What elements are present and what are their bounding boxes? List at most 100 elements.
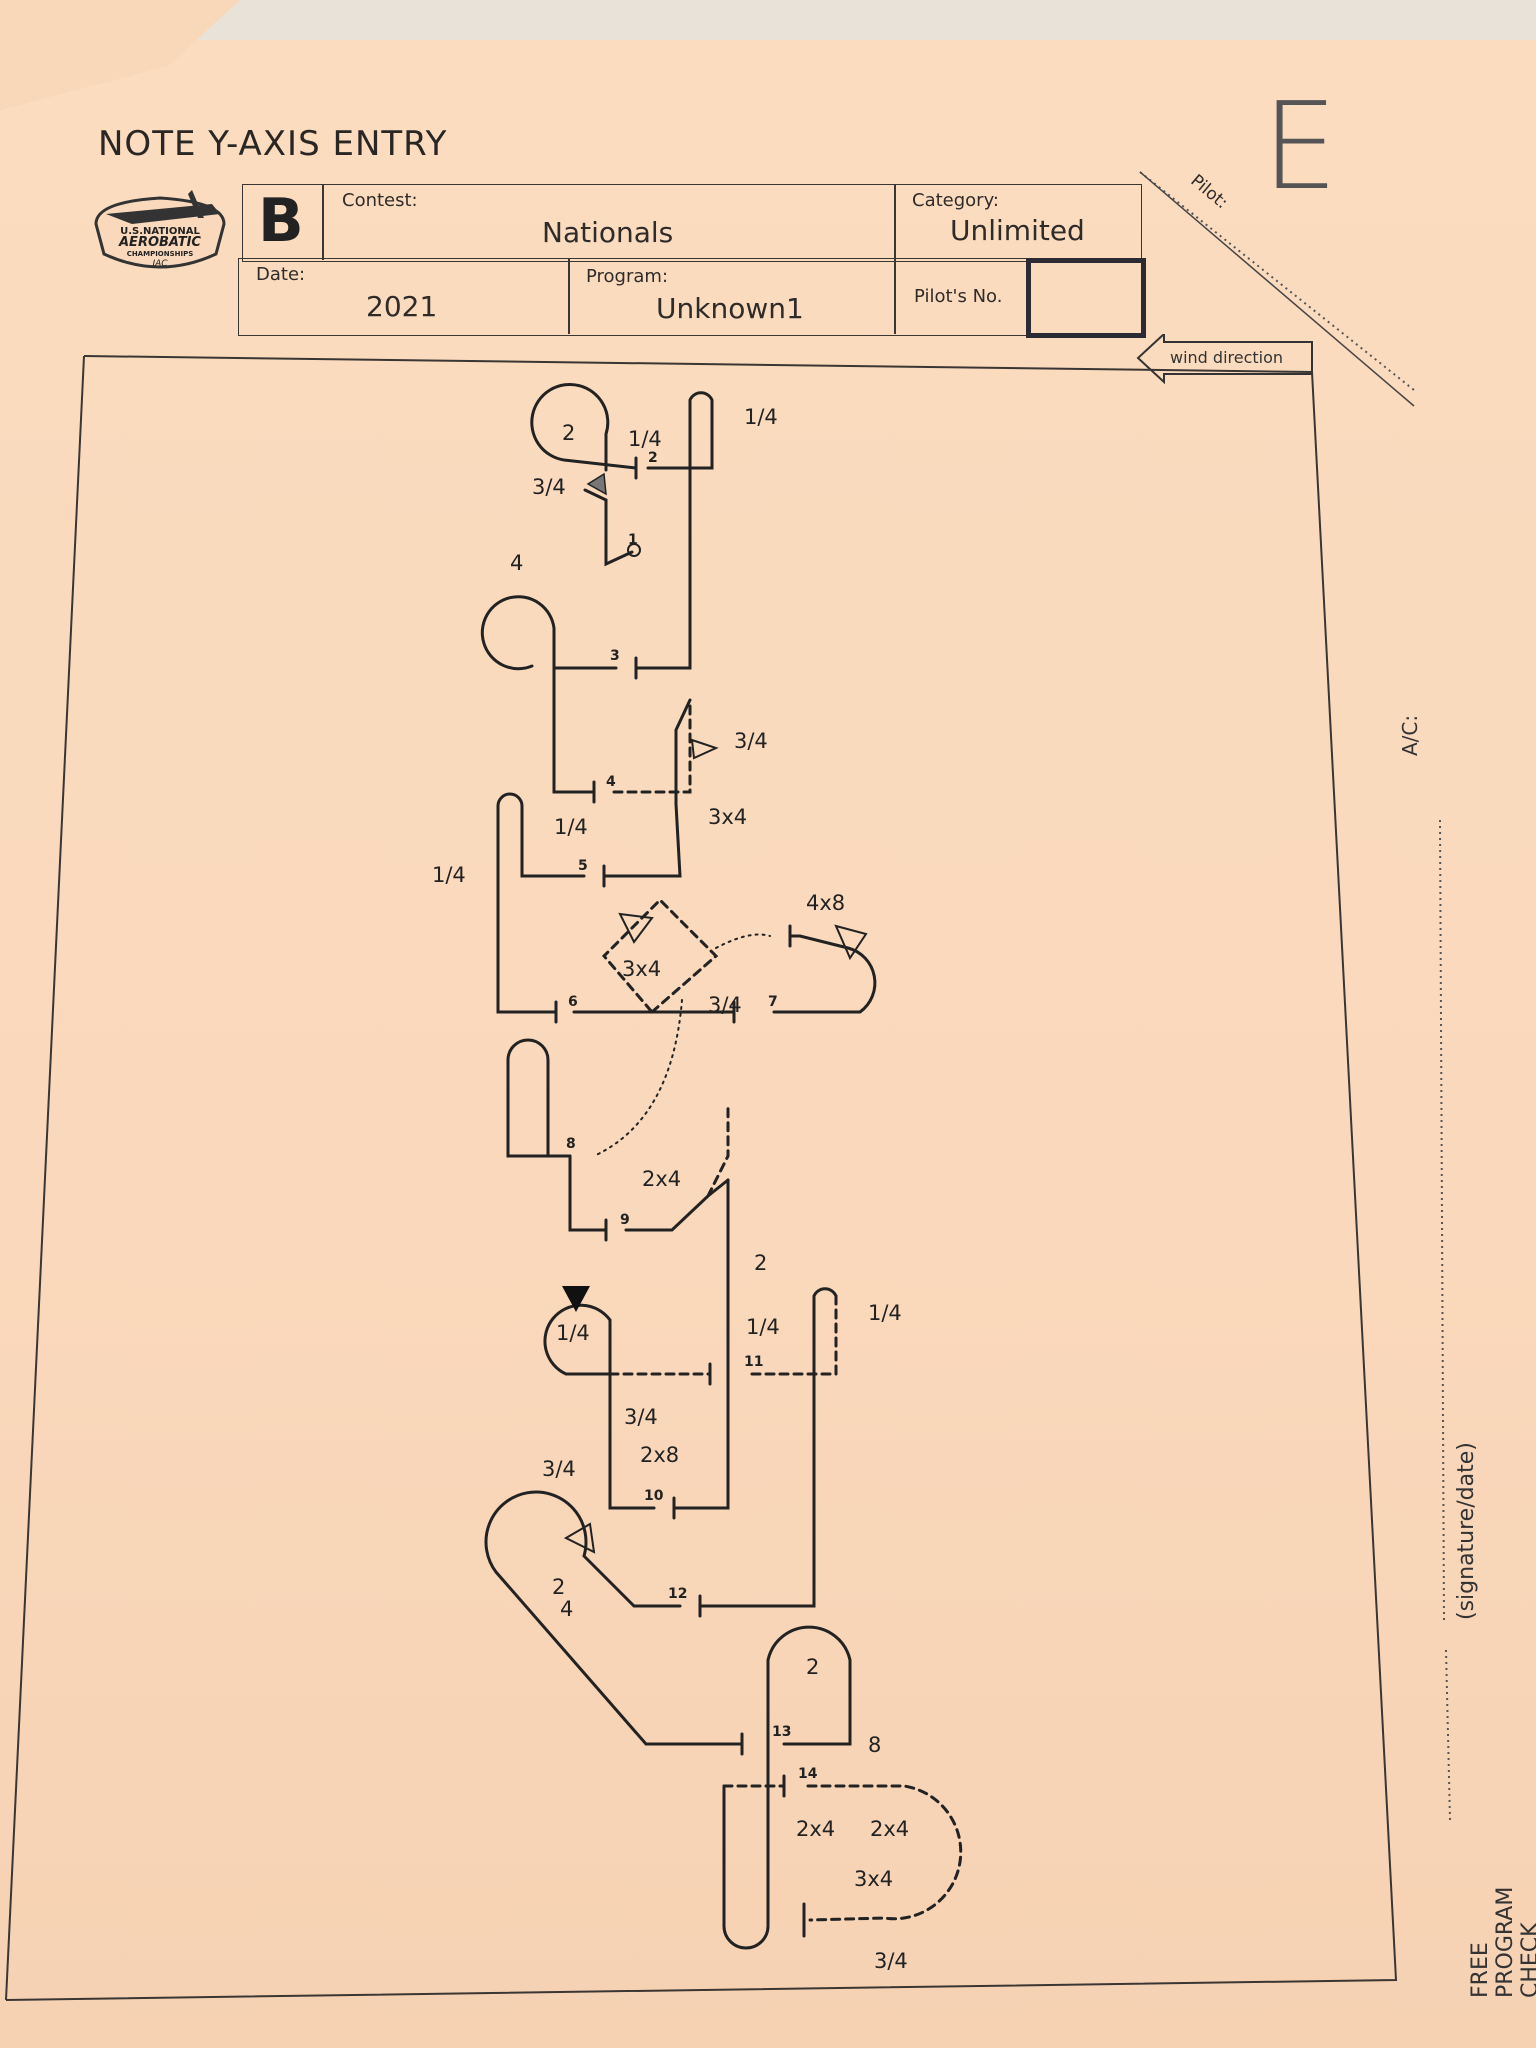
figure-9-down bbox=[672, 1178, 730, 1510]
figure-4-dashed bbox=[612, 698, 692, 794]
sheet-letter: E bbox=[1262, 78, 1338, 217]
roll-label: 3/4 bbox=[874, 1949, 908, 1973]
header-row-1 bbox=[242, 184, 1142, 262]
figure-3-down bbox=[552, 666, 592, 794]
roll-label: 1/4 bbox=[432, 863, 466, 887]
roll-label: 4 bbox=[510, 551, 523, 575]
figure-9-path bbox=[624, 1178, 730, 1232]
roll-label: 1/4 bbox=[744, 405, 778, 429]
program-label: Program: bbox=[586, 266, 669, 287]
roll-label: 2 bbox=[754, 1251, 767, 1275]
start-marker bbox=[627, 543, 641, 557]
pilot-no-label: Pilot's No. bbox=[914, 286, 1003, 307]
roll-label: 2 bbox=[552, 1575, 565, 1599]
roll-label: 1/4 bbox=[556, 1321, 590, 1345]
figure-11-path bbox=[698, 1287, 838, 1608]
roll-label: 3/4 bbox=[624, 1405, 658, 1429]
figure-12-path bbox=[484, 1490, 744, 1746]
figure-number-6: 6 bbox=[568, 994, 578, 1010]
roll-label: 4x8 bbox=[806, 891, 845, 915]
roll-label: 3x4 bbox=[854, 1867, 893, 1891]
logo-line-1: U.S.NATIONAL bbox=[120, 226, 200, 237]
roll-label: 2x4 bbox=[870, 1817, 909, 1841]
roll-label: 3/4 bbox=[532, 475, 566, 499]
roll-label: 2x4 bbox=[642, 1167, 681, 1191]
figure-number-11: 11 bbox=[744, 1354, 763, 1370]
figure-11-dashed bbox=[750, 1294, 838, 1376]
pilot-no-input[interactable] bbox=[1026, 258, 1146, 338]
figure-1-loop bbox=[530, 382, 638, 472]
roll-label: 3/4 bbox=[542, 1457, 576, 1481]
figure-number-12: 12 bbox=[668, 1586, 687, 1602]
connector-6-8 bbox=[593, 999, 683, 1157]
figure-8-loop bbox=[506, 1038, 572, 1158]
divider bbox=[568, 258, 570, 334]
figure-4-path bbox=[602, 698, 692, 878]
figure-number-1: 1 bbox=[628, 532, 638, 548]
figure-9-dashed bbox=[706, 1102, 730, 1198]
snap-triangle bbox=[690, 738, 719, 760]
program-value[interactable]: Unknown1 bbox=[656, 292, 804, 325]
divider bbox=[322, 184, 324, 260]
figure-7-path bbox=[772, 934, 877, 1014]
pilot-dotted-line bbox=[1139, 171, 1415, 391]
roll-label: 1/4 bbox=[628, 427, 662, 451]
figure-1-path bbox=[583, 488, 634, 567]
date-label: Date: bbox=[256, 264, 306, 285]
contest-label: Contest: bbox=[342, 190, 418, 211]
contest-value[interactable]: Nationals bbox=[542, 216, 674, 249]
figure-number-7: 7 bbox=[768, 994, 778, 1010]
figure-number-9: 9 bbox=[620, 1212, 630, 1228]
logo-line-3: CHAMPIONSHIPS bbox=[127, 250, 194, 258]
snap-triangle bbox=[618, 912, 654, 944]
ac-dotted-line bbox=[1439, 819, 1445, 1621]
category-label: Category: bbox=[912, 190, 999, 211]
pilot-line bbox=[1139, 171, 1415, 407]
category-value[interactable]: Unlimited bbox=[950, 214, 1085, 247]
sequence-letter: B bbox=[258, 186, 304, 256]
figure-number-14: 14 bbox=[798, 1766, 818, 1782]
roll-label: 2x8 bbox=[640, 1443, 679, 1467]
figure-5-path bbox=[496, 792, 586, 1014]
figure-3-loop bbox=[480, 595, 618, 671]
roll-label: 4 bbox=[560, 1597, 573, 1621]
figure-number-5: 5 bbox=[578, 858, 588, 874]
roll-label: 2 bbox=[562, 421, 575, 445]
figure-number-8: 8 bbox=[566, 1136, 576, 1152]
figure-8-down bbox=[568, 1154, 608, 1232]
figure-numbers: 1 2 3 4 5 6 7 8 9 10 11 12 13 14 bbox=[566, 450, 818, 1782]
roll-label: 3/4 bbox=[734, 729, 768, 753]
roll-label: 8 bbox=[868, 1733, 881, 1757]
figure-13-path bbox=[722, 1625, 852, 1950]
figure-14-dashed bbox=[806, 1784, 963, 1922]
logo-line-2: AEROBATIC bbox=[118, 235, 201, 250]
wind-direction-arrow: wind direction bbox=[1134, 334, 1314, 384]
flick-triangle bbox=[562, 1286, 590, 1312]
roll-label: 3/4 bbox=[708, 993, 742, 1017]
roll-label: 1/4 bbox=[554, 815, 588, 839]
roll-label: 2x4 bbox=[796, 1817, 835, 1841]
sig-dotted-line bbox=[1445, 1649, 1451, 1821]
figure-6-diamond bbox=[601, 897, 719, 1014]
snap-triangle bbox=[834, 924, 868, 961]
logo-line-4: IAC bbox=[152, 259, 168, 269]
figure-number-10: 10 bbox=[644, 1488, 664, 1504]
roll-label: 3x4 bbox=[708, 805, 747, 829]
figure-2-path bbox=[634, 391, 714, 670]
roll-label: 1/4 bbox=[746, 1315, 780, 1339]
iac-logo: U.S.NATIONAL AEROBATIC CHAMPIONSHIPS IAC bbox=[92, 184, 228, 284]
roll-labels: 2 1/4 1/4 3/4 4 3/4 3x4 1/4 1/4 4x8 3x4 … bbox=[432, 405, 909, 1973]
roll-label: 3x4 bbox=[622, 957, 661, 981]
drawing-frame-left bbox=[5, 355, 85, 2001]
figure-number-13: 13 bbox=[772, 1724, 791, 1740]
drawing-frame bbox=[5, 355, 1398, 2001]
figure-number-3: 3 bbox=[610, 648, 620, 664]
page-title: NOTE Y-AXIS ENTRY bbox=[98, 124, 448, 164]
roll-label: 1/4 bbox=[868, 1301, 902, 1325]
figure-number-2: 2 bbox=[648, 450, 658, 466]
figure-number-4: 4 bbox=[606, 774, 616, 790]
snap-triangle bbox=[563, 1522, 596, 1554]
date-value[interactable]: 2021 bbox=[366, 290, 438, 323]
divider bbox=[894, 184, 896, 334]
